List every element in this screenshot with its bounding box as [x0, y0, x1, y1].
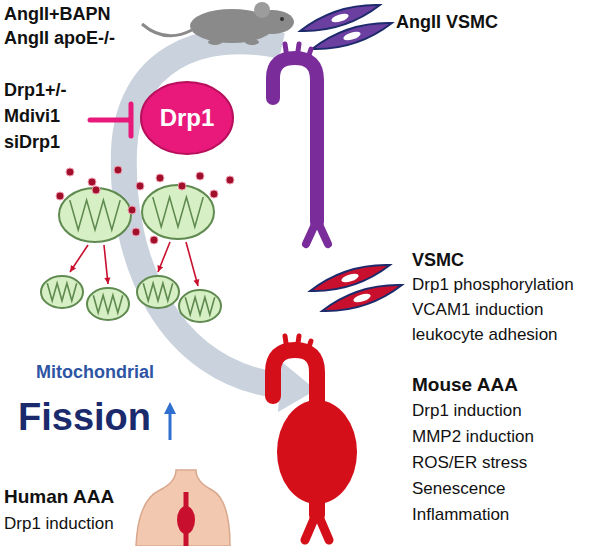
drp1-dot [196, 172, 204, 180]
aorta-normal [273, 44, 328, 244]
split-arrow [70, 245, 88, 272]
drp1-dot [128, 206, 136, 214]
figure-label: siDrp1 [4, 132, 60, 153]
mitochondrion [142, 185, 214, 239]
figure-label: ROS/ER stress [412, 453, 527, 473]
figure-label: VSMC [412, 250, 464, 271]
aorta-aneurysm [273, 336, 357, 540]
emphasis-title: Fission [18, 396, 151, 440]
drp1-dot [210, 190, 218, 198]
split-arrow [158, 242, 170, 272]
vsmc-red [308, 258, 405, 318]
figure-label: Drp1+/- [4, 80, 67, 101]
figure-label: Human AAA [4, 486, 114, 508]
figure-label: AngII VSMC [396, 12, 498, 33]
mitochondrion [87, 288, 129, 320]
mitochondrion [41, 276, 83, 308]
mitochondrion [137, 276, 179, 308]
drp1-dot [178, 182, 186, 190]
drp1-dot [132, 228, 140, 236]
figure-label: Drp1 induction [412, 401, 522, 421]
drp1-dot [114, 166, 122, 174]
figure-label: AngII apoE-/- [4, 28, 115, 49]
figure-label: leukocyte adhesion [412, 325, 558, 345]
increase-arrow [164, 402, 176, 440]
drp1-dot [156, 174, 164, 182]
drp1-circle: Drp1 [139, 80, 235, 156]
figure-label: AngII+BAPN [4, 4, 111, 25]
figure-label: VCAM1 induction [412, 300, 543, 320]
human-torso [136, 470, 230, 546]
drp1-dot [92, 186, 100, 194]
split-arrow [186, 242, 198, 286]
split-arrowhead [70, 265, 76, 272]
mitochondrion [59, 188, 131, 242]
mitochondria [41, 166, 234, 322]
figure-label: Senescence [412, 479, 506, 499]
split-arrowhead [104, 277, 110, 284]
drp1-dot [150, 236, 158, 244]
figure-label: MMP2 induction [412, 427, 534, 447]
figure-label: Drp1 phosphorylation [412, 275, 574, 295]
figure-label: Mdivi1 [4, 106, 60, 127]
mitochondrion [179, 290, 221, 322]
figure-label: Mouse AAA [412, 374, 518, 396]
drp1-dot [226, 176, 234, 184]
drp1-dot [66, 168, 74, 176]
node-label: Drp1 [160, 104, 215, 132]
mouse-icon [142, 2, 294, 45]
drp1-dot [136, 182, 144, 190]
figure-label: Drp1 induction [4, 514, 114, 534]
figure-label: Mitochondrial [36, 362, 154, 383]
inhibitor-symbol [90, 104, 131, 136]
split-arrowhead [193, 279, 199, 286]
figure-label: Inflammation [412, 505, 509, 525]
drp1-dot [88, 178, 96, 186]
drp1-dot [56, 192, 64, 200]
cycle-arrow [124, 41, 282, 386]
split-arrowhead [158, 265, 164, 272]
